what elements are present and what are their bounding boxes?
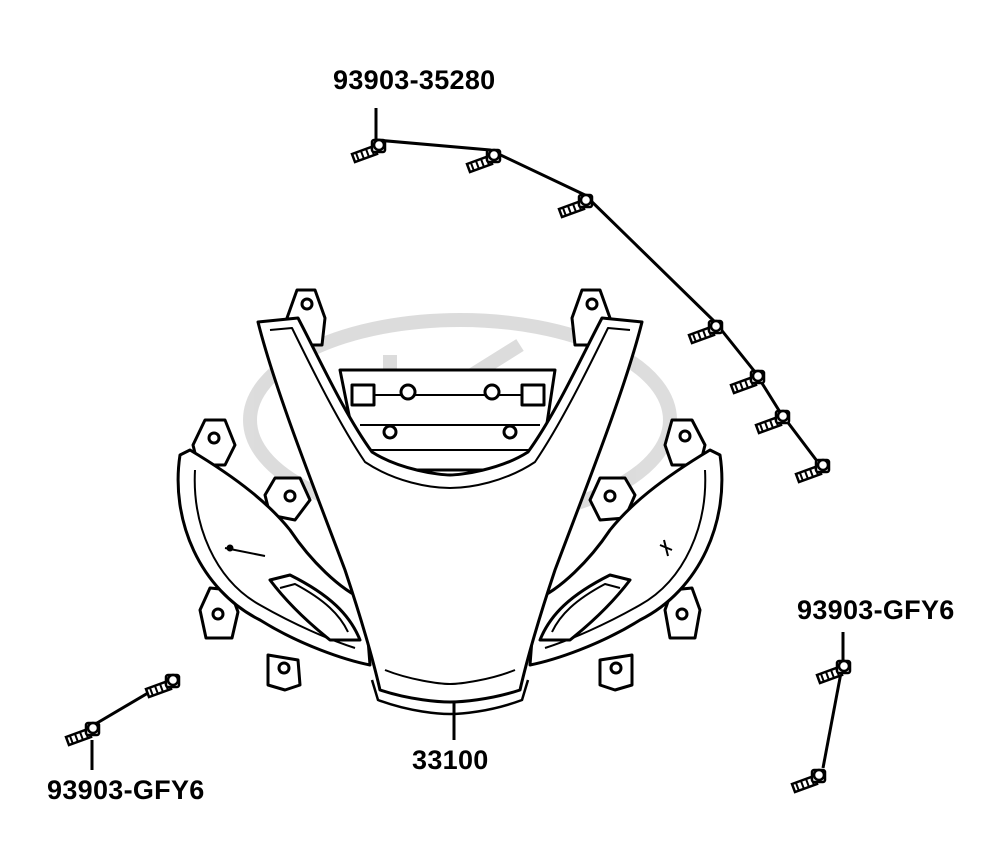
mounting-tab-bottom-right	[598, 653, 634, 692]
label-screws-left: 93903-GFY6	[47, 775, 205, 805]
screw-icon	[557, 193, 594, 219]
inner-bracket-plate	[338, 368, 557, 472]
screw-icon	[815, 659, 852, 685]
screw-icon	[64, 721, 101, 747]
mounting-tab-bottom-left	[266, 653, 302, 692]
label-screws-right: 93903-GFY6	[797, 595, 955, 625]
screw-group-93903-gfy6-right	[790, 659, 852, 794]
mounting-tab-mid-right	[663, 418, 707, 467]
screw-icon	[790, 768, 827, 794]
front-cowl-part	[176, 288, 724, 716]
left-wing	[176, 448, 372, 667]
screw-icon	[729, 369, 766, 395]
mounting-tab-inner-right	[588, 476, 637, 522]
label-cowl-part-number: 33100	[412, 745, 489, 775]
label-screws-top: 93903-35280	[333, 65, 496, 95]
mounting-tab-low-right	[663, 586, 702, 640]
screw-icon	[687, 319, 724, 345]
screw-icon	[794, 458, 831, 484]
screw-icon	[465, 148, 502, 174]
screw-group-93903-gfy6-left	[64, 673, 181, 747]
screw-icon	[350, 138, 387, 164]
right-wing	[528, 448, 724, 667]
central-v-panel	[256, 316, 644, 716]
screw-icon	[754, 409, 791, 435]
screw-icon	[144, 673, 181, 699]
